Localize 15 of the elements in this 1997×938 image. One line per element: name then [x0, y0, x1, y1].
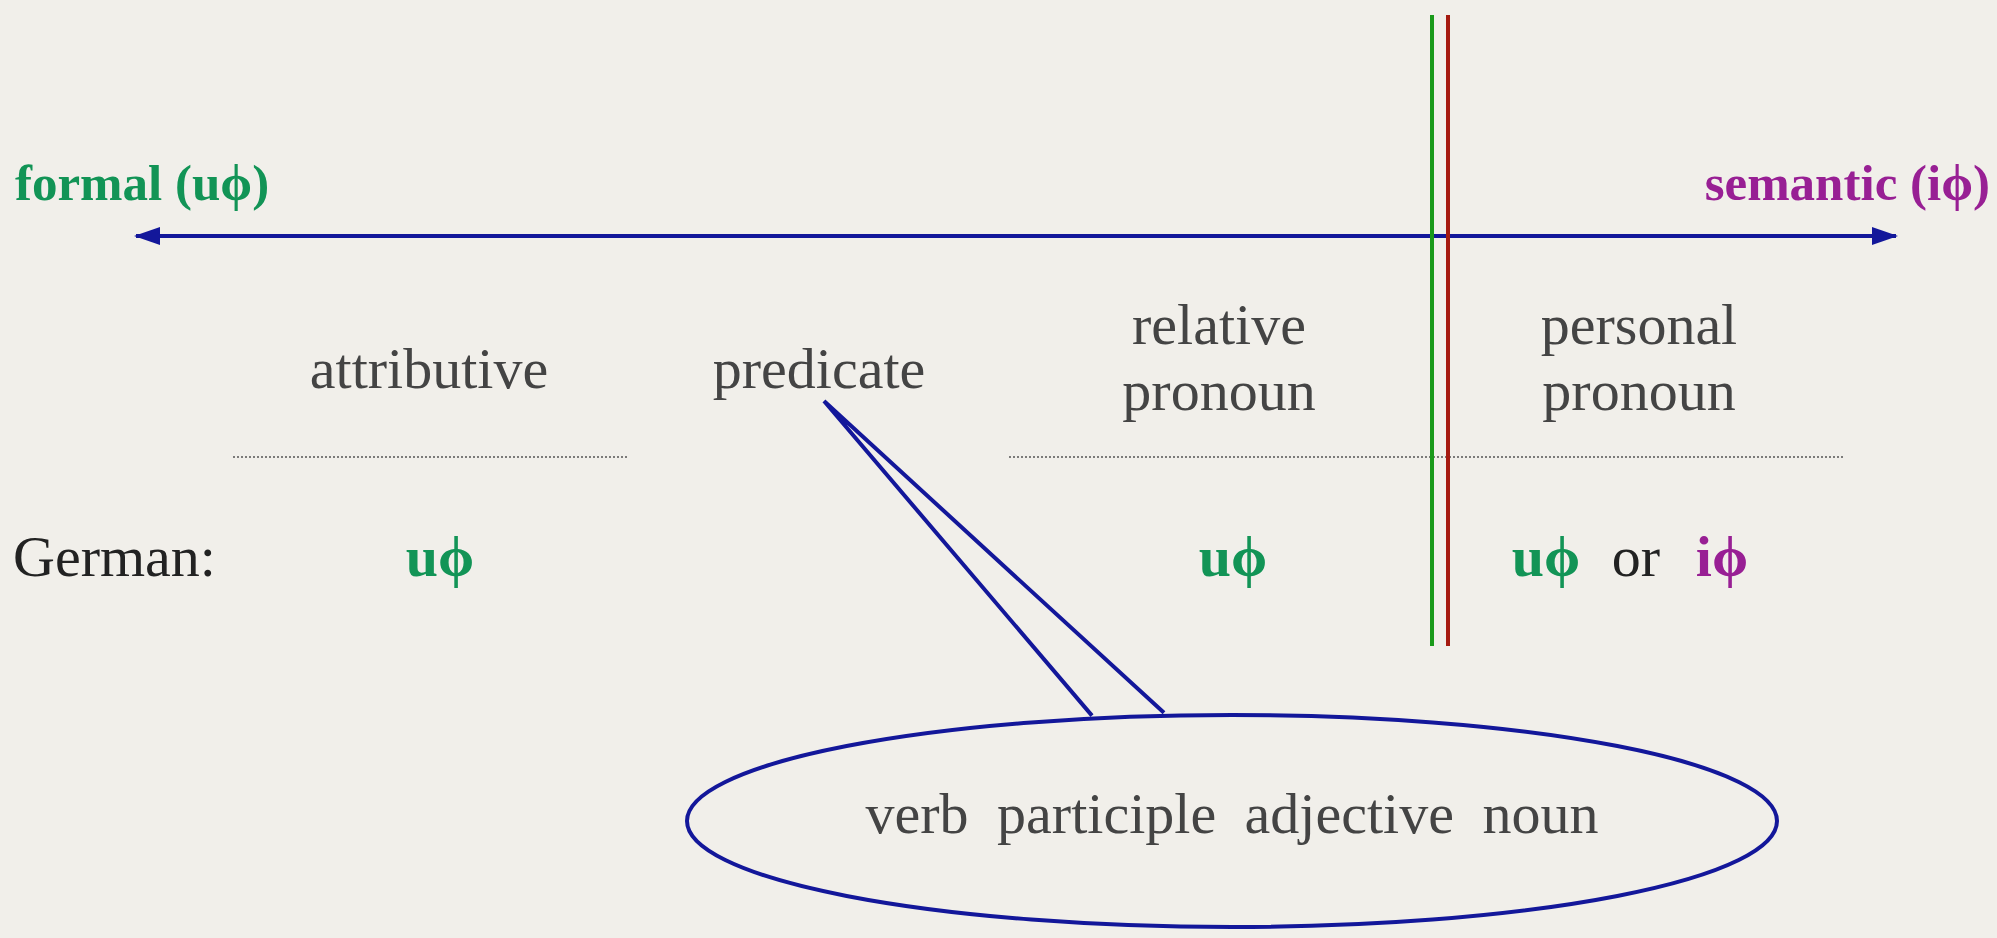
conjunction-text: or	[1610, 524, 1662, 590]
column-heading: relative pronoun	[1121, 292, 1317, 424]
row-heading: German:	[13, 524, 216, 590]
feature-value: uϕ	[1510, 524, 1582, 590]
word-list: verb participle adjective noun	[684, 781, 1780, 847]
feature-value: uϕ	[1197, 524, 1269, 590]
column-heading: personal pronoun	[1539, 292, 1739, 424]
scale-end-label: semantic (iϕ)	[1704, 154, 1990, 213]
callout-ellipse	[684, 712, 1780, 930]
feature-value: iϕ	[1694, 524, 1750, 590]
column-heading: predicate	[674, 336, 964, 402]
column-heading: attributive	[308, 336, 550, 402]
callout-tail	[822, 399, 1166, 718]
scale-end-label: formal (uϕ)	[15, 154, 270, 213]
feature-value: uϕ	[404, 524, 476, 590]
